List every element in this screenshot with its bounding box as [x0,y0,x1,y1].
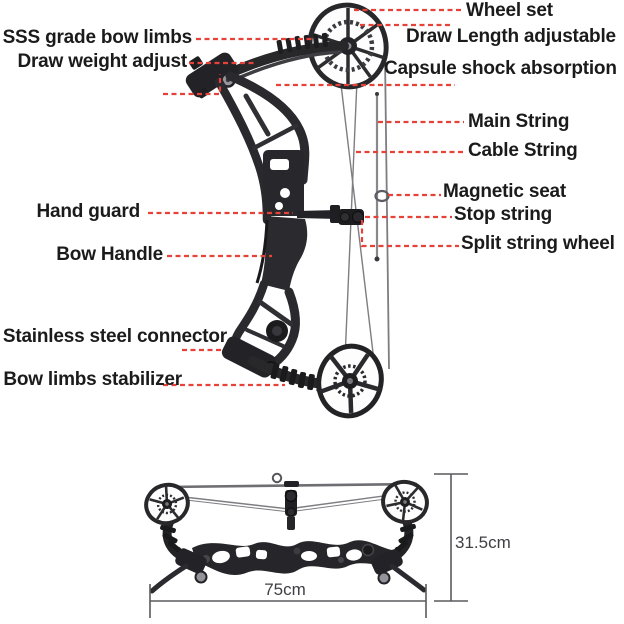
bottom-cam [316,343,384,419]
callout-sss-grade-bow-limbs: SSS grade bow limbs [2,27,193,48]
upper-riser-truss [214,71,310,225]
dimension-lines [149,473,468,618]
riser-boss-center [272,326,282,336]
split-string-wheel-big [352,211,364,223]
h-riser-cutouts [212,546,362,564]
callout-magnetic-seat: Magnetic seat [443,181,567,202]
callout-main-string: Main String [468,111,570,132]
main-string-line [384,55,390,370]
riser-hole-1 [280,188,290,198]
center-roller [284,481,299,530]
h-left-bolt [194,570,208,584]
width-dimension-label: 75cm [264,580,306,599]
h-right-pocket [371,549,403,575]
callout-wheel-set: Wheel set [466,0,553,21]
peep-ring [271,472,283,484]
sight-cutout [270,159,289,170]
height-dimension-label: 31.5cm [455,533,511,552]
draw-weight-knob-1 [189,56,203,70]
top-limb-ridges [276,32,329,55]
h-right-cam [381,479,429,525]
callout-cable-string: Cable String [468,140,578,161]
leader-lines [148,8,464,387]
leader-split-string-wheel [360,220,459,248]
h-bolt-2 [361,543,375,557]
h-bolt-3 [338,557,344,563]
callout-bow-limbs-stabilizer: Bow limbs stabilizer [3,369,182,390]
split-string-wheel-small [340,212,350,222]
riser-hole-2 [275,202,283,210]
horizontal-bow [144,472,429,594]
h-left-tip [149,563,189,594]
callout-stainless-steel-connector: Stainless steel connector [2,326,227,347]
hand-guard-block [330,205,340,223]
vertical-bow [185,2,390,419]
callout-capsule-shock-absorption: Capsule shock absorption [384,58,617,79]
h-left-pocket [175,548,207,574]
rod-top [375,92,379,96]
h-bolt-4 [293,547,301,555]
callout-stop-string: Stop string [454,204,553,225]
h-right-tip [389,563,427,593]
h-cables [183,494,394,513]
rod-tip [374,256,380,262]
h-right-bolt [377,571,391,585]
callout-bow-handle: Bow Handle [56,244,163,265]
hand-guard-arm [297,210,338,219]
h-left-cam [144,482,190,526]
draw-weight-knob-2 [197,87,209,99]
callout-draw-weight-adjust: Draw weight adjust [17,51,187,72]
callout-split-string-wheel: Split string wheel [461,233,615,254]
callout-draw-length-adjustable: Draw Length adjustable [406,26,616,47]
bow-handle-grip [261,216,308,291]
grip-edge [255,219,269,284]
leader-draw-weight-adjust-2 [163,74,222,96]
callout-hand-guard: Hand guard [36,201,140,222]
